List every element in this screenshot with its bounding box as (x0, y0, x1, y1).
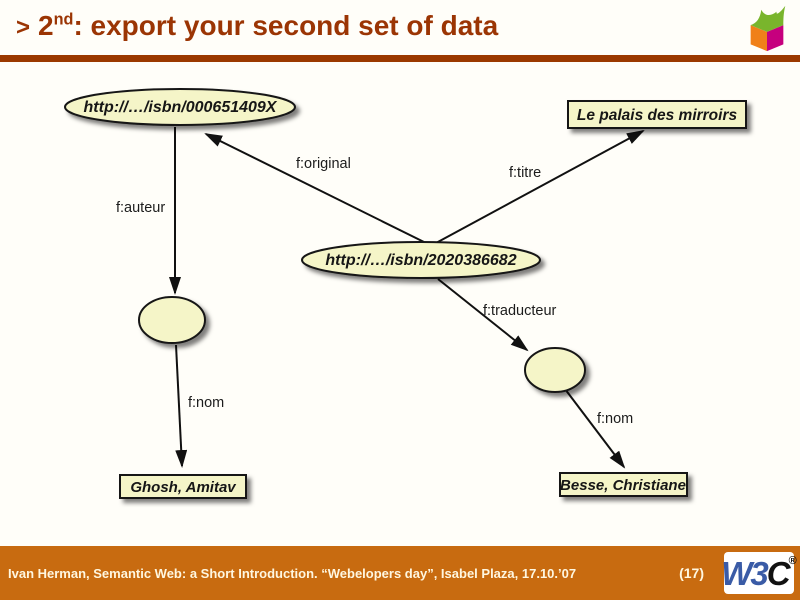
edge-traducteur-arrow (437, 278, 529, 352)
node-label-book1: http://…/isbn/000651409X (84, 99, 278, 116)
edge-label-titre: f:titre (509, 165, 541, 181)
node-literal-title1 (567, 100, 747, 129)
rdf-graph-diagram: f:original f:titre f:auteur f:traducteur… (64, 88, 747, 499)
node-uri-book2 (301, 241, 541, 279)
slide-footer: Ivan Herman, Semantic Web: a Short Intro… (0, 546, 800, 600)
edge-label-nom-left: f:nom (188, 395, 224, 411)
edge-nom-right-arrow (564, 388, 626, 469)
node-uri-book1 (64, 88, 296, 126)
node-blank-translator (524, 347, 586, 393)
cube-logo-icon (750, 5, 786, 52)
node-literal-name2 (559, 472, 688, 497)
edge-label-auteur: f:auteur (116, 200, 165, 216)
w3c-logo-c: C (766, 554, 791, 592)
edge-original-arrow (204, 133, 425, 243)
edge-label-original: f:original (296, 156, 351, 172)
page-title: >2nd: export your second set of data (16, 10, 498, 42)
slide-header: >2nd: export your second set of data (0, 0, 800, 55)
node-label-book2: http://…/isbn/2020386682 (325, 252, 516, 269)
title-ordinal: nd (53, 10, 74, 29)
title-bullet: > (16, 14, 31, 41)
edge-nom-left-arrow (175, 344, 188, 468)
title-number: 2 (38, 10, 54, 41)
node-blank-author (138, 296, 206, 344)
page-number: (17) (679, 565, 704, 581)
edge-titre-arrow (435, 130, 645, 244)
node-label-name1: Ghosh, Amitav (130, 479, 237, 496)
registered-mark-icon: ® (788, 555, 797, 567)
title-text: : export your second set of data (73, 10, 499, 41)
node-label-name2: Besse, Christiane (560, 477, 686, 494)
node-literal-name1 (119, 474, 247, 499)
w3c-logo-w3: W3 (721, 554, 768, 592)
edge-label-traducteur: f:traducteur (483, 303, 557, 319)
title-rule (0, 55, 800, 62)
edge-label-nom-right: f:nom (597, 411, 633, 427)
node-label-title1: Le palais des mirroirs (577, 107, 738, 124)
footer-credit: Ivan Herman, Semantic Web: a Short Intro… (8, 565, 577, 581)
